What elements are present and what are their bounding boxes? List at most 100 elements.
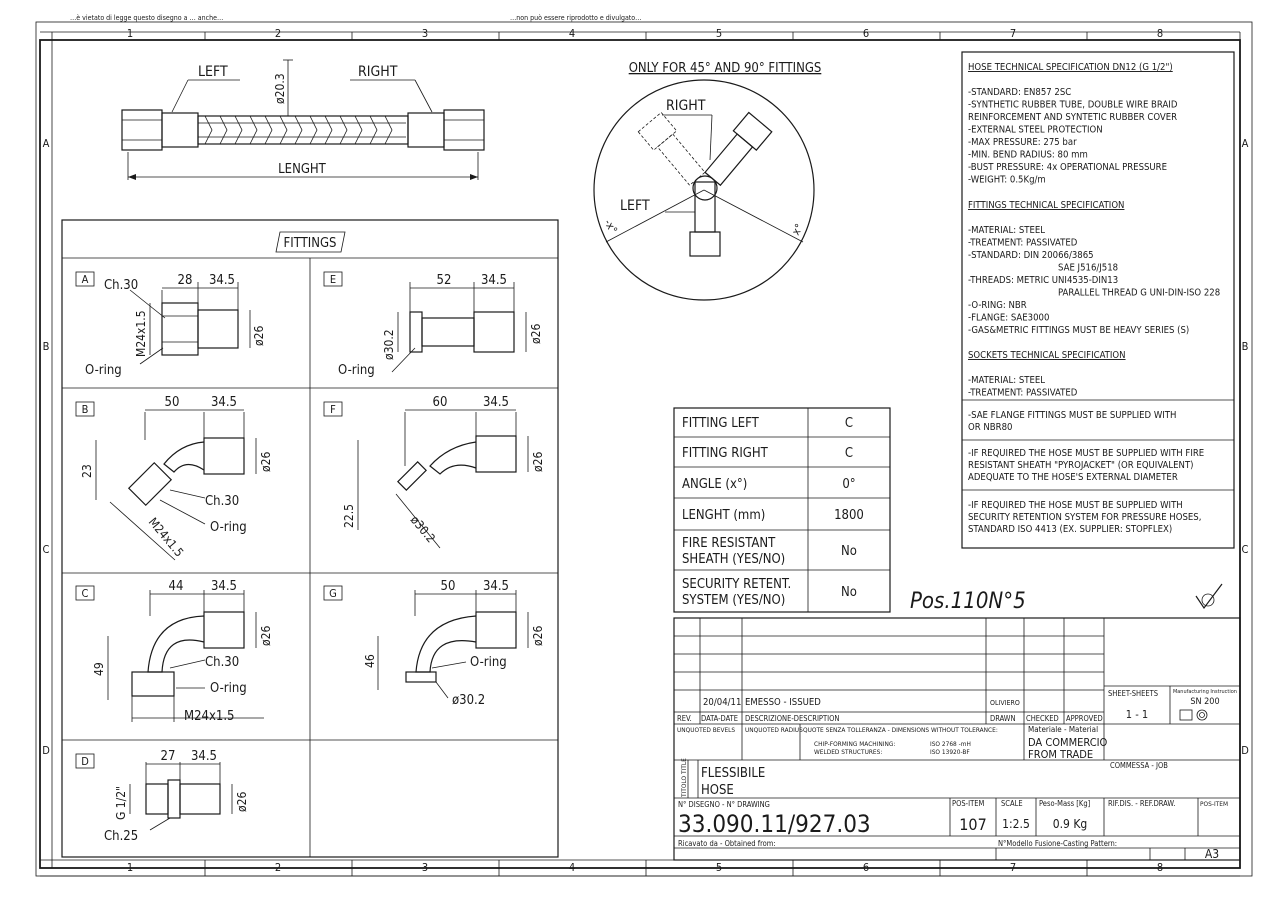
fitting-a-len2: 34.5 [209,273,235,288]
hose-right-label: RIGHT [358,64,398,80]
col-3-top: 3 [422,27,428,40]
header-checked: CHECKED [1026,714,1059,723]
sockets-spec-line: -TREATMENT: PASSIVATED [968,388,1078,399]
chip-standard: ISO 2768 -mH [930,740,971,748]
row-d-left: D [42,744,50,757]
fitting-g-oring: O-ring [470,655,507,670]
rev-drawn-by: OLIVIERO [990,699,1020,707]
hose-spec-line: -MIN. BEND RADIUS: 80 mm [968,150,1088,161]
sheet-label: SHEET-SHEETS [1108,689,1158,698]
header-drawn: DRAWN [990,714,1016,723]
chip-forming: CHIP-FORMING MACHINING: [814,740,895,748]
col-7-bottom: 7 [1010,861,1016,874]
title-label: TITOLO TITLE [680,758,688,798]
fire-sheath-note-line: RESISTANT SHEATH "PYROJACKET" (OR EQUIVA… [968,460,1194,471]
spec-length-value: 1800 [834,508,864,523]
col-1-bottom: 1 [127,861,133,874]
hose-side-view: LEFT RIGHT ø20.3 LENGHT [121,59,485,180]
col-4-top: 4 [569,27,575,40]
hose-spec-line: -SYNTHETIC RUBBER TUBE, DOUBLE WIRE BRAI… [968,100,1178,111]
retention-note-line: -IF REQUIRED THE HOSE MUST BE SUPPLIED W… [968,500,1183,511]
projection-symbol-icon [1179,709,1208,721]
row-c-left: C [43,543,50,556]
spec-security-label-1: SECURITY RETENT. [682,577,791,592]
row-b-left: B [43,340,50,353]
fittings-spec-title: FITTINGS TECHNICAL SPECIFICATION [968,200,1124,211]
fitting-b-oring: O-ring [210,520,247,535]
row-a-right: A [1242,137,1249,150]
spec-fire-label-1: FIRE RESISTANT [682,536,776,551]
spec-fitting-left-label: FITTING LEFT [682,416,760,431]
fitting-d-len2: 34.5 [191,749,217,764]
check-mark-icon [1195,583,1223,610]
fitting-f-len1: 60 [433,395,448,410]
angle-left-label: LEFT [620,198,650,214]
spec-length-label: LENGHT (mm) [682,508,765,523]
mass-value: 0.9 Kg [1053,817,1088,831]
top-note-right: …non può essere riprodotto e divulgato… [510,14,641,22]
obtained-from-label: Ricavato da - Obtained from: [678,839,776,848]
col-8-top: 8 [1157,27,1163,40]
angle-right-label: RIGHT [666,98,706,114]
handwritten-position: Pos.110N°5 [910,589,1026,614]
material-label: Materiale - Material [1028,725,1098,734]
flange-note-line: -SAE FLANGE FITTINGS MUST BE SUPPLIED WI… [968,410,1176,421]
welded-standard: ISO 13920-BF [930,748,970,756]
drawing-frame: 1 2 3 4 5 6 7 8 1 2 3 4 5 6 7 8 A B C D … [35,14,1253,877]
fitting-b-thread: M24x1.5 [146,515,187,560]
order-spec-table: FITTING LEFT C FITTING RIGHT C ANGLE (x°… [673,407,891,613]
fitting-e-dia: ø26 [529,324,543,344]
fitting-c-dia: ø26 [259,626,273,646]
fitting-e-len2: 34.5 [481,273,507,288]
fitting-a-ch: Ch.30 [104,278,138,293]
fitting-g-height: 46 [363,654,377,668]
fitting-g-len2: 34.5 [483,579,509,594]
spec-angle-label: ANGLE (x°) [682,477,747,492]
fitting-a-len1: 28 [178,273,193,288]
spec-angle-value: 0° [842,477,855,492]
spec-fire-label-2: SHEATH (YES/NO) [682,552,785,567]
rev-date: 20/04/11 [703,697,741,708]
technical-specification: HOSE TECHNICAL SPECIFICATION DN12 (G 1/2… [961,51,1235,549]
fitting-a-oring: O-ring [85,363,122,378]
fitting-a-thread: M24x1.5 [134,310,148,357]
fitting-a-id: A [82,273,89,286]
sockets-spec-line: -MATERIAL: STEEL [968,375,1045,386]
commessa-label: COMMESSA - JOB [1110,761,1168,770]
hose-spec-line: -STANDARD: EN857 2SC [968,87,1071,98]
header-rev: REV. [677,714,692,723]
fitting-c-thread: M24x1.5 [184,709,234,724]
col-2-top: 2 [275,27,281,40]
hose-spec-line: -WEIGHT: 0.5Kg/m [968,175,1046,186]
col-1-top: 1 [127,27,133,40]
col-4-bottom: 4 [569,861,575,874]
fitting-d-dia: ø26 [235,792,249,812]
tolerance-heading: QUOTE SENZA TOLLERANZA - DIMENSIONS WITH… [803,726,998,734]
pos-item-label: POS-ITEM [952,799,984,808]
sheet-size: A3 [1205,847,1219,861]
rev-description: EMESSO - ISSUED [745,697,821,708]
material-value-2: FROM TRADE [1028,748,1093,761]
fitting-e-id: E [330,273,336,286]
retention-note-line: SECURITY RETENTION SYSTEM FOR PRESSURE H… [968,512,1201,523]
fitting-c-len1: 44 [169,579,184,594]
fitting-b-len2: 34.5 [211,395,237,410]
fitting-b-height: 23 [80,464,94,478]
fitting-c-height: 49 [92,662,106,676]
spec-fitting-right-label: FITTING RIGHT [682,446,769,461]
fittings-title: FITTINGS [284,236,337,251]
fitting-d-thread: G 1/2" [114,786,128,820]
scale-value: 1:2.5 [1002,817,1030,831]
header-approved: APPROVED [1066,714,1103,723]
fitting-b-len1: 50 [165,395,180,410]
top-note-left: …è vietato di legge questo disegno a … a… [70,14,223,22]
header-date: DATA-DATE [701,714,738,723]
row-b-right: B [1242,340,1249,353]
fittings-table: FITTINGS A Ch.30 28 34.5 M24x1.5 ø26 O-r… [61,219,559,858]
handwritten-note: Pos.110N°5 [910,583,1223,614]
row-c-right: C [1242,543,1249,556]
welded-structures: WELDED STRUCTURES: [814,748,882,756]
fitting-f-height: 22.5 [342,504,356,528]
spec-fitting-right-value: C [845,446,853,461]
fitting-g-flange: ø30.2 [452,693,485,708]
